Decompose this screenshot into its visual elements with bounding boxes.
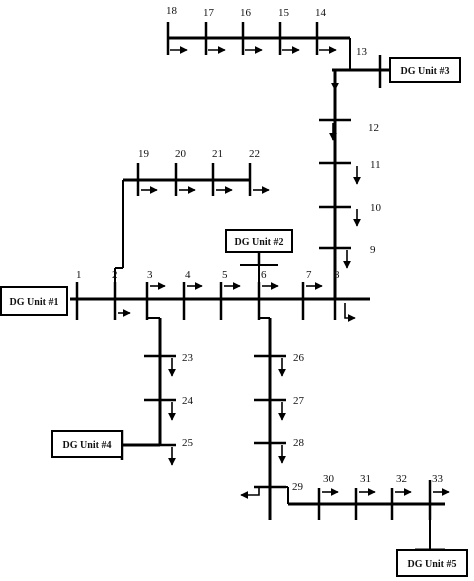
bus-label-8: 8: [334, 269, 340, 281]
bus-label-11: 11: [370, 159, 381, 171]
dg-units: DG Unit #1 DG Unit #2 DG Unit #3 DG Unit…: [0, 57, 468, 577]
bus-label-13: 13: [356, 46, 368, 58]
bus-label-29: 29: [292, 481, 304, 493]
dg-unit-2-label: DG Unit #2: [235, 237, 284, 248]
dg-unit-1-label: DG Unit #1: [10, 297, 59, 308]
bus-label-6: 6: [261, 269, 267, 281]
bus-label-1: 1: [76, 269, 82, 281]
dg-unit-5: DG Unit #5: [396, 549, 468, 577]
dg-unit-4: DG Unit #4: [51, 430, 123, 458]
bus-label-32: 32: [396, 473, 407, 485]
bus-label-2: 2: [112, 269, 118, 281]
dg-unit-1: DG Unit #1: [0, 286, 68, 316]
bus-label-31: 31: [360, 473, 371, 485]
bus-label-33: 33: [432, 473, 444, 485]
bus-label-10: 10: [370, 202, 382, 214]
dg-unit-4-label: DG Unit #4: [63, 440, 112, 451]
bus-label-7: 7: [306, 269, 312, 281]
bus-label-27: 27: [293, 395, 305, 407]
bus-label-14: 14: [315, 7, 327, 19]
bus-label-28: 28: [293, 437, 305, 449]
bus-label-15: 15: [278, 7, 290, 19]
dg-unit-5-label: DG Unit #5: [408, 559, 457, 570]
bus-label-20: 20: [175, 148, 187, 160]
bus-label-17: 17: [203, 7, 215, 19]
bus-label-3: 3: [147, 269, 153, 281]
bus-label-12: 12: [368, 122, 379, 134]
bus-label-9: 9: [370, 244, 376, 256]
network-lines: [70, 36, 445, 552]
bus-label-4: 4: [185, 269, 191, 281]
dg-unit-3-label: DG Unit #3: [401, 66, 450, 77]
dg-unit-2: DG Unit #2: [225, 229, 293, 253]
bus-label-30: 30: [323, 473, 335, 485]
bus-labels: 1 2 3 4 5 6 7 8 9 10 11 12 13 14 15 16 1…: [76, 5, 444, 493]
bus-label-19: 19: [138, 148, 150, 160]
bus-bars: [75, 22, 432, 520]
bus-label-21: 21: [212, 148, 223, 160]
bus-label-24: 24: [182, 395, 194, 407]
bus-label-26: 26: [293, 352, 305, 364]
dg-unit-3: DG Unit #3: [389, 57, 461, 83]
bus-label-23: 23: [182, 352, 194, 364]
bus-label-16: 16: [240, 7, 252, 19]
bus-label-5: 5: [222, 269, 228, 281]
bus-label-22: 22: [249, 148, 260, 160]
bus-label-25: 25: [182, 437, 194, 449]
load-arrows: [118, 46, 450, 499]
bus-label-18: 18: [166, 5, 178, 17]
